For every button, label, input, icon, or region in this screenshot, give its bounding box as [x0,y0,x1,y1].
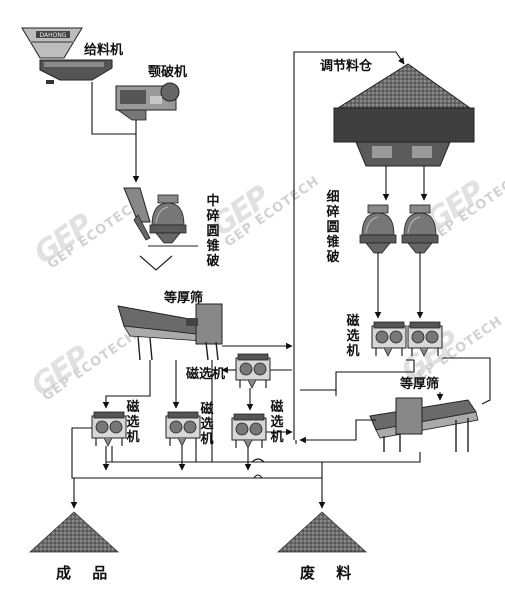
fine-cone-crusher-label: 细碎圆锥破 [326,190,340,265]
fine-cone-crusher [359,204,439,254]
feeder-hopper: DAHONG [21,27,83,59]
funnel-lines [139,255,173,271]
magnetic-separator-left-label: 磁选机 [126,400,140,445]
magnetic-separator-upper-right-b [407,321,443,357]
feeder [39,59,113,84]
feeder-plate-text: DAHONG [40,32,67,39]
jaw-crusher-label: 颚破机 [148,65,188,80]
product-label: 成 品 [56,564,116,582]
magnetic-separator-left [91,411,127,447]
magnetic-separator-upper-right-a [371,321,407,357]
equal-thickness-screen-1 [117,303,223,361]
equal-thickness-screen-2-label: 等厚筛 [400,377,440,392]
equal-thickness-screen-2 [369,397,479,452]
magnetic-separator-center [165,411,201,447]
jaw-crusher [115,82,180,121]
magnetic-separator-right-label: 磁选机 [270,400,284,445]
medium-cone-crusher [123,187,198,247]
buffer-bin [333,63,475,167]
product-pile [28,511,120,553]
medium-cone-crusher-label: 中碎圆锥破 [206,194,220,269]
magnetic-separator-right [231,413,267,449]
waste-pile [276,511,368,553]
flow-lines [70,51,491,509]
waste-label: 废 料 [300,564,360,582]
magnetic-separator-middle-label: 磁选机 [186,367,226,382]
magnetic-separator-upper-right-label: 磁选机 [346,314,360,359]
buffer-bin-label: 调节料仓 [320,59,373,74]
feeder-label: 给料机 [84,43,124,58]
magnetic-separator-middle [235,353,271,389]
equal-thickness-screen-1-label: 等厚筛 [164,291,204,306]
magnetic-separator-center-label: 磁选机 [200,402,214,447]
